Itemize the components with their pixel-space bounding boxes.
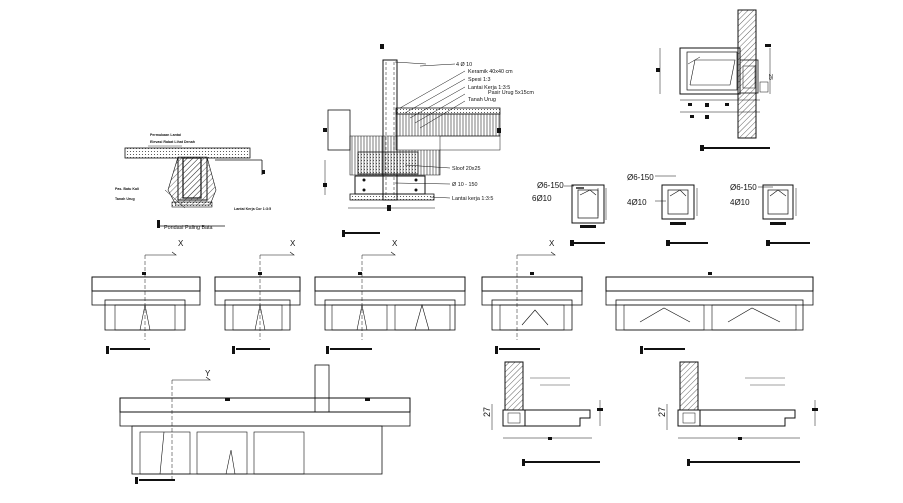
label-elevation: Elevasi Rabat Lihat Denah <box>150 140 195 144</box>
label-work-floor-2: Lantai Kerja 1:3:5 <box>468 85 510 91</box>
label-mortar: Spesi 1:3 <box>468 77 490 83</box>
detail-column-junction: 25 <box>656 9 773 151</box>
dim-27-1: 27 <box>482 407 492 417</box>
elevation-5 <box>605 272 814 354</box>
sec2-rebar: 4Ø10 <box>627 198 647 207</box>
label-work-floor: Lantai Kerja Cor 1:3:5 <box>234 207 271 211</box>
label-sloof: Sloof 20x25 <box>452 166 480 172</box>
detail-window-sill-2: 27 <box>657 361 818 466</box>
elevation-long-y: Y <box>119 364 411 484</box>
dim-25: 25 <box>767 74 773 80</box>
detail-foundation-small: Permukaan Lantai Elevasi Rabat Lihat Den… <box>115 133 271 231</box>
elevation-2: X <box>214 239 301 354</box>
label-sand-fill: Pasir Urug 5x15cm <box>488 90 534 96</box>
label-fill-soil: Tanah Urug <box>115 197 135 201</box>
label-work-floor-3: Lantai kerja 1:3:5 <box>452 196 493 202</box>
mark-x-2: X <box>290 239 296 248</box>
elevation-1: X <box>91 239 201 354</box>
sec2-stirrup: Ø6-150 <box>627 173 654 182</box>
caption-foundation: Pondasi Paling Bata <box>164 225 213 231</box>
mark-x-3: X <box>392 239 398 248</box>
beam-section-2: Ø6-150 4Ø10 <box>627 173 708 246</box>
sec1-rebar: 6Ø10 <box>532 194 552 203</box>
beam-section-1: Ø6-150 6Ø10 <box>532 181 607 246</box>
label-floor-surface: Permukaan Lantai <box>150 133 181 137</box>
dim-27-2: 27 <box>657 407 667 417</box>
mark-x-4: X <box>549 239 555 248</box>
elevation-4: X <box>481 239 583 354</box>
label-stone: Pas. Batu Kali <box>115 187 139 191</box>
label-rebar-4d10: 4 Ø 10 <box>456 62 472 68</box>
label-fill-soil-2: Tanah Urug <box>468 97 496 103</box>
mark-y: Y <box>205 369 211 378</box>
detail-window-sill-1: 27 <box>482 361 603 466</box>
sec1-stirrup: Ø6-150 <box>537 181 564 190</box>
label-stirrup: Ø 10 - 150 <box>452 182 477 188</box>
elevation-3: X <box>314 239 466 354</box>
label-ceramic: Keramik 40x40 cm <box>468 69 513 75</box>
sec3-stirrup: Ø6-150 <box>730 183 757 192</box>
mark-x-1: X <box>178 239 184 248</box>
detail-sloof-foundation: 4 Ø 10 Keramik 40x40 cm Spesi 1:3 Lantai… <box>323 44 534 237</box>
sec3-rebar: 4Ø10 <box>730 198 750 207</box>
beam-section-3: Ø6-150 4Ø10 <box>730 183 810 246</box>
